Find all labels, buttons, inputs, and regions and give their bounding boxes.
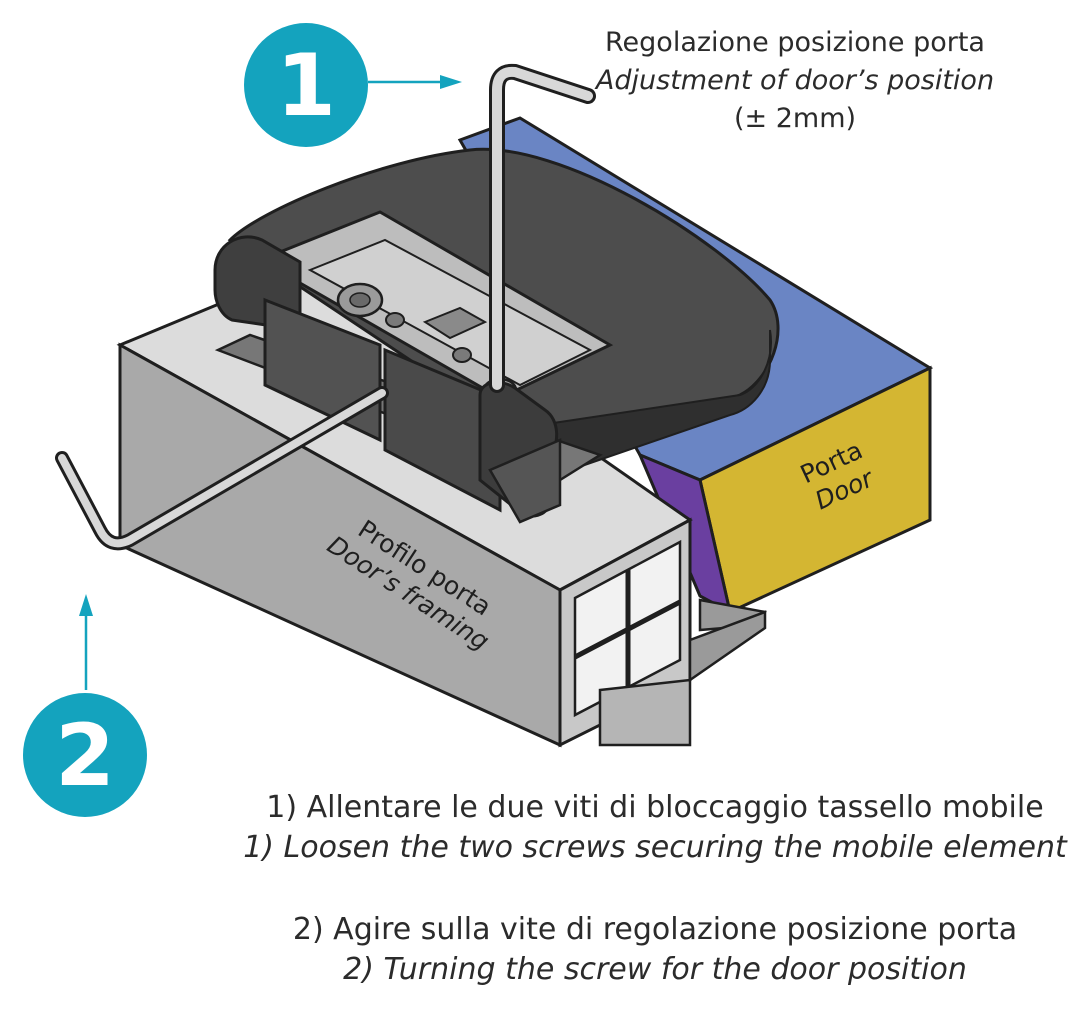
step-1-it: 1) Allentare le due viti di bloccaggio t… [266,790,1044,825]
callout-arrows [79,75,462,690]
allen-keys [55,63,596,551]
arrow-to-key-2 [79,594,93,616]
allen-key-2 [58,389,386,548]
step-2-en: 2) Turning the screw for the door positi… [343,952,967,987]
callout-1-tolerance: (± 2mm) [733,103,857,134]
badge-2: 2 [23,693,147,817]
instructions-step-1: 1) Allentare le due viti di bloccaggio t… [240,788,1069,868]
badge-1-number: 1 [276,36,336,136]
step-2-it: 2) Agire sulla vite di regolazione posiz… [292,912,1018,947]
badge-2-number: 2 [55,706,115,806]
callout-1-title-it: Regolazione posizione porta [605,27,985,58]
badge-1: 1 [244,23,368,147]
allen-key-1 [492,66,593,390]
hinge-block-middle [383,347,502,513]
arrow-to-key-1 [440,75,462,89]
callout-1-title-en: Adjustment of door’s position [595,65,995,96]
instructions-step-2: 2) Agire sulla vite di regolazione posiz… [240,910,1069,990]
step-1-en: 1) Loosen the two screws securing the mo… [243,830,1067,865]
callout-1-text: Regolazione posizione porta Adjustment o… [560,24,1030,138]
